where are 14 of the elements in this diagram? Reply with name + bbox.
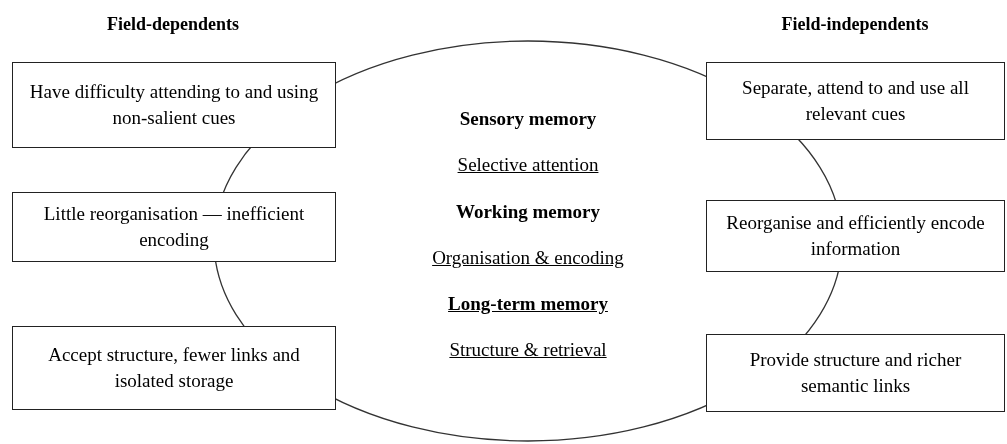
column-heading: Field-independents [781, 14, 929, 34]
text-box: Little reorganisation — inefficient encoding [12, 192, 336, 262]
stage-heading: Sensory memory [459, 108, 597, 130]
text-box: Provide structure and richer semantic links [706, 334, 1005, 412]
process-text: Organisation & encoding [432, 247, 624, 269]
stage-heading: Working memory [455, 201, 601, 223]
column-heading: Field-dependents [107, 14, 239, 34]
text-box: Accept structure, fewer links and isolated storage [12, 326, 336, 410]
text-box: Reorganise and efficiently encode information [706, 200, 1005, 272]
process-text: Structure & retrieval [449, 339, 607, 361]
text-box: Have difficulty attending to and using non-salient cues [12, 62, 336, 148]
process-text: Selective attention [457, 154, 599, 176]
stage-heading: Long-term memory [448, 293, 608, 315]
text-box: Separate, attend to and use all relevant cues [706, 62, 1005, 140]
